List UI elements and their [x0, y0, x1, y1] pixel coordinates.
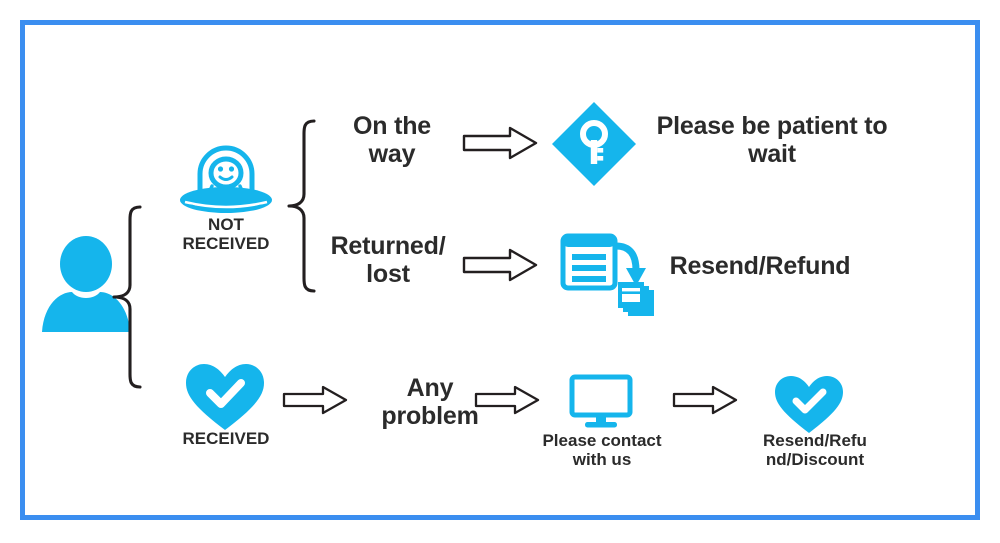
arrow-on-the-way-to-result [462, 126, 538, 160]
result-label-resend-refund: Resend/Refund [669, 252, 851, 280]
arrow-contact-to-resolution [672, 385, 738, 415]
document-resend-icon [560, 232, 660, 324]
heart-check-icon-received [184, 362, 266, 434]
resolution-caption: Resend/Refu nd/Discount [763, 431, 867, 469]
case-label-on-the-way: On the way [353, 112, 431, 168]
arrow-returned-lost-to-result [462, 248, 538, 282]
arrow-received-to-any-problem [282, 385, 348, 415]
not-received-caption: NOT RECEIVED [182, 215, 270, 253]
customer-person-icon [38, 232, 134, 332]
step-label-any-problem: Any problem [381, 374, 479, 430]
arrow-any-problem-to-contact [474, 385, 540, 415]
brace-not-received-split [284, 118, 322, 294]
key-diamond-icon [552, 102, 636, 186]
case-label-returned-lost: Returned/ lost [330, 232, 446, 288]
ufo-alien-icon [178, 136, 274, 222]
heart-check-icon-resolution [773, 374, 845, 436]
result-label-be-patient: Please be patient to wait [656, 112, 888, 168]
contact-us-caption: Please contact with us [542, 431, 662, 469]
brace-customer-split [108, 204, 148, 390]
monitor-icon [569, 374, 633, 430]
received-caption: RECEIVED [182, 429, 270, 448]
